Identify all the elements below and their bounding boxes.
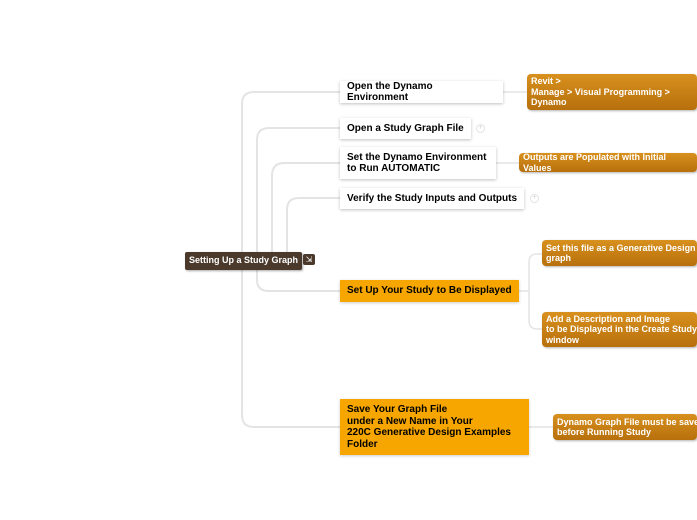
topic-label: Set Up Your Study to Be Displayed <box>347 285 512 297</box>
subtopic-label: Dynamo Graph File must be saved before R… <box>557 416 697 438</box>
subtopic-label: Outputs are Populated with Initial Value… <box>523 152 667 173</box>
subtopic-set-generative-design[interactable]: Set this file as a Generative Design gra… <box>542 240 697 266</box>
subtopic-label: Set this file as a Generative Design gra… <box>546 242 696 264</box>
root-topic[interactable]: Setting Up a Study Graph <box>185 252 303 270</box>
expand-icon[interactable]: ⇲ <box>303 254 315 265</box>
collapse-icon[interactable]: + <box>476 124 485 133</box>
topic-open-study-graph[interactable]: Open a Study Graph File <box>340 118 471 139</box>
topic-open-dynamo[interactable]: Open the Dynamo Environment <box>340 81 503 103</box>
topic-label: Verify the Study Inputs and Outputs <box>347 192 518 204</box>
topic-verify-inputs-outputs[interactable]: Verify the Study Inputs and Outputs <box>340 188 524 209</box>
topic-label: Open a Study Graph File <box>347 122 464 134</box>
topic-set-automatic[interactable]: Set the Dynamo Environment to Run AUTOMA… <box>340 147 496 179</box>
subtopic-outputs-populated[interactable]: Outputs are Populated with Initial Value… <box>519 152 697 173</box>
topic-label: Save Your Graph File under a New Name in… <box>347 404 511 450</box>
topic-save-graph-file[interactable]: Save Your Graph File under a New Name in… <box>340 399 529 455</box>
subtopic-label: Revit > Manage > Visual Programming > Dy… <box>531 76 670 108</box>
subtopic-add-description-image[interactable]: Add a Description and Image to be Displa… <box>542 312 697 347</box>
subtopic-revit-dynamo-path[interactable]: Revit > Manage > Visual Programming > Dy… <box>527 74 697 110</box>
root-topic-label: Setting Up a Study Graph <box>189 255 299 265</box>
topic-label: Set the Dynamo Environment to Run AUTOMA… <box>347 151 487 175</box>
topic-set-up-display[interactable]: Set Up Your Study to Be Displayed <box>340 280 519 302</box>
collapse-icon[interactable]: + <box>530 194 539 203</box>
topic-label: Open the Dynamo Environment <box>347 80 433 104</box>
subtopic-label: Add a Description and Image to be Displa… <box>546 313 697 345</box>
subtopic-must-save-before-run[interactable]: Dynamo Graph File must be saved before R… <box>553 414 697 440</box>
